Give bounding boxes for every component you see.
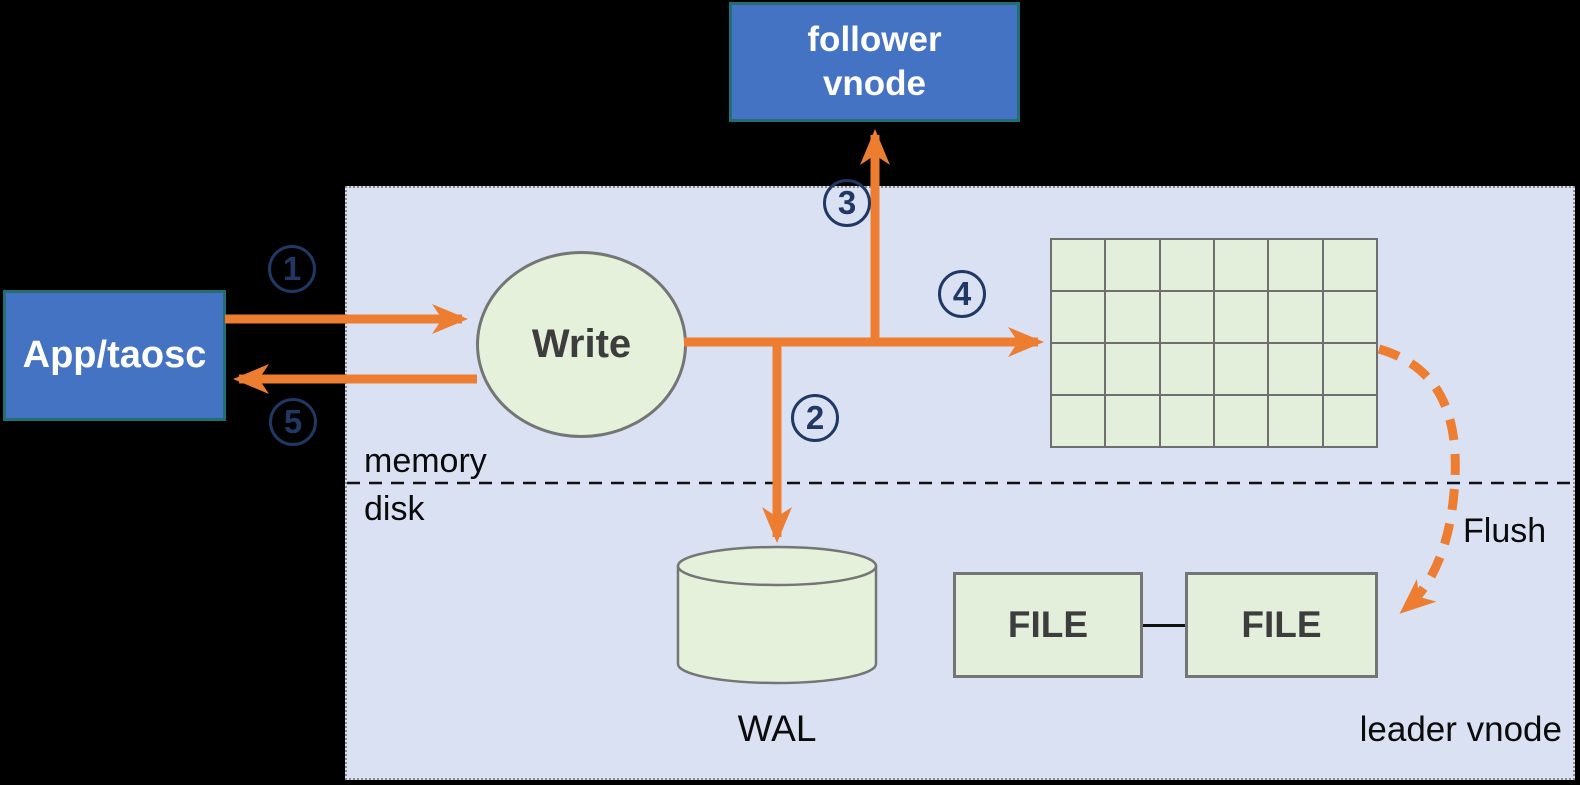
step4-badge: 4 <box>938 270 986 318</box>
file-box-right: FILE <box>1185 572 1378 678</box>
file-box-left: FILE <box>953 572 1143 678</box>
step2-number: 2 <box>805 399 825 436</box>
memtable-cell <box>1106 292 1159 342</box>
memtable-cell <box>1214 396 1268 446</box>
follower-vnode-label-line1: follower <box>807 19 942 59</box>
memtable-cell <box>1160 396 1213 446</box>
file-connector-line <box>1143 624 1185 627</box>
memtable-cell <box>1269 396 1322 446</box>
memtable-cell <box>1214 240 1268 290</box>
memtable-cell <box>1106 240 1159 290</box>
step3-badge: 3 <box>823 179 871 227</box>
memtable-cell <box>1106 344 1159 394</box>
memtable-cell <box>1214 344 1268 394</box>
memtable-cell <box>1052 344 1105 394</box>
memtable-cell <box>1269 240 1322 290</box>
memtable-cell <box>1106 396 1159 446</box>
wal-cylinder-icon <box>676 545 878 685</box>
leader-vnode-label: leader vnode <box>1359 710 1562 749</box>
app-taosc-label: App/taosc <box>22 334 207 376</box>
app-taosc-node: App/taosc <box>3 290 226 421</box>
memtable-cell <box>1160 292 1213 342</box>
memtable-cell <box>1323 396 1376 446</box>
memtable-cell <box>1269 344 1322 394</box>
step3-number: 3 <box>837 184 857 221</box>
disk-label: disk <box>364 490 425 528</box>
memtable-cell <box>1323 292 1376 342</box>
write-label: Write <box>531 322 632 366</box>
step4-number: 4 <box>952 275 972 312</box>
memtable-cell <box>1052 240 1105 290</box>
step5-badge: 5 <box>269 398 317 446</box>
memtable-cell <box>1323 344 1376 394</box>
memtable-cell <box>1160 240 1213 290</box>
follower-vnode-label-line2: vnode <box>822 64 927 103</box>
memory-label: memory <box>364 442 487 480</box>
memtable-cell <box>1052 396 1105 446</box>
step1-badge: 1 <box>268 245 316 293</box>
flush-label: Flush <box>1463 512 1547 550</box>
file-right-label: FILE <box>1241 604 1322 645</box>
step1-number: 1 <box>282 250 302 287</box>
memtable-cell <box>1323 240 1376 290</box>
follower-vnode-node: follower vnode <box>729 2 1020 122</box>
write-node: Write <box>476 251 687 438</box>
step2-badge: 2 <box>791 394 839 442</box>
memtable-cell <box>1269 292 1322 342</box>
memtable-grid <box>1050 238 1378 448</box>
wal-label: WAL <box>737 708 817 749</box>
step5-number: 5 <box>283 403 303 440</box>
memtable-cell <box>1160 344 1213 394</box>
memtable-cell <box>1214 292 1268 342</box>
file-left-label: FILE <box>1007 604 1089 645</box>
memtable-cell <box>1052 292 1105 342</box>
